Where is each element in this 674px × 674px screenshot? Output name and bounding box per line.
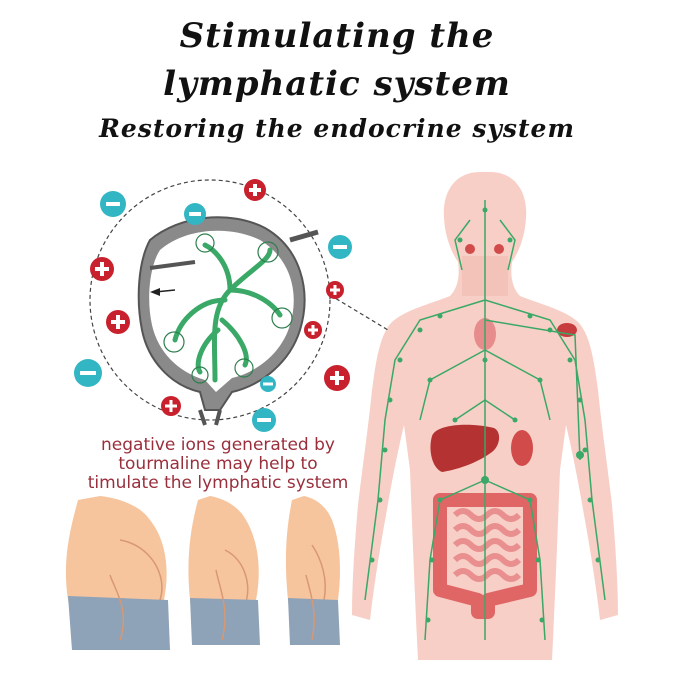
arrow-head-left (150, 288, 160, 296)
plus-icon (106, 310, 130, 334)
torso-after (285, 496, 340, 645)
caption-line-1: negative ions generated by (101, 435, 335, 455)
negative-ions (74, 191, 352, 432)
zoom-connector (329, 294, 389, 331)
minus-icon (74, 359, 102, 387)
lymph-vessel-loops (172, 242, 283, 383)
plus-icon (90, 257, 114, 281)
afferent-vessel-left (149, 260, 196, 270)
lymph-nodes (369, 207, 601, 623)
efferent-vessel (198, 409, 222, 426)
minus-icon (184, 203, 206, 225)
caption-line-2: tourmaline may help to (118, 454, 318, 474)
lymph-node-zoom (89, 179, 331, 426)
positive-ions (90, 179, 350, 416)
plus-icon (326, 281, 344, 299)
afferent-vessel-right (289, 229, 319, 243)
lymph-node-interior (149, 230, 294, 392)
minus-icon (328, 235, 352, 259)
human-body-figure (352, 172, 618, 660)
spleen (511, 430, 533, 466)
minus-icon (260, 376, 276, 392)
plus-icon (161, 396, 181, 416)
small-intestine (452, 508, 522, 582)
minus-icon (252, 408, 276, 432)
liver (430, 424, 500, 472)
torso-middle (188, 496, 260, 645)
title-line-1: Stimulating the (179, 16, 495, 56)
plus-icon (244, 179, 266, 201)
plus-icon (324, 365, 350, 391)
torso-before (65, 496, 170, 650)
minus-icon (100, 191, 126, 217)
lymph-loop-outlines (163, 233, 293, 384)
plus-icon (304, 321, 322, 339)
lymph-node-neck-right (494, 244, 504, 254)
caption-line-3: timulate the lymphatic system (87, 473, 349, 493)
lymph-node-neck-left (465, 244, 475, 254)
large-intestine (433, 493, 537, 619)
subtitle: Restoring the endocrine system (99, 114, 575, 143)
title-line-2: lymphatic system (163, 64, 511, 104)
